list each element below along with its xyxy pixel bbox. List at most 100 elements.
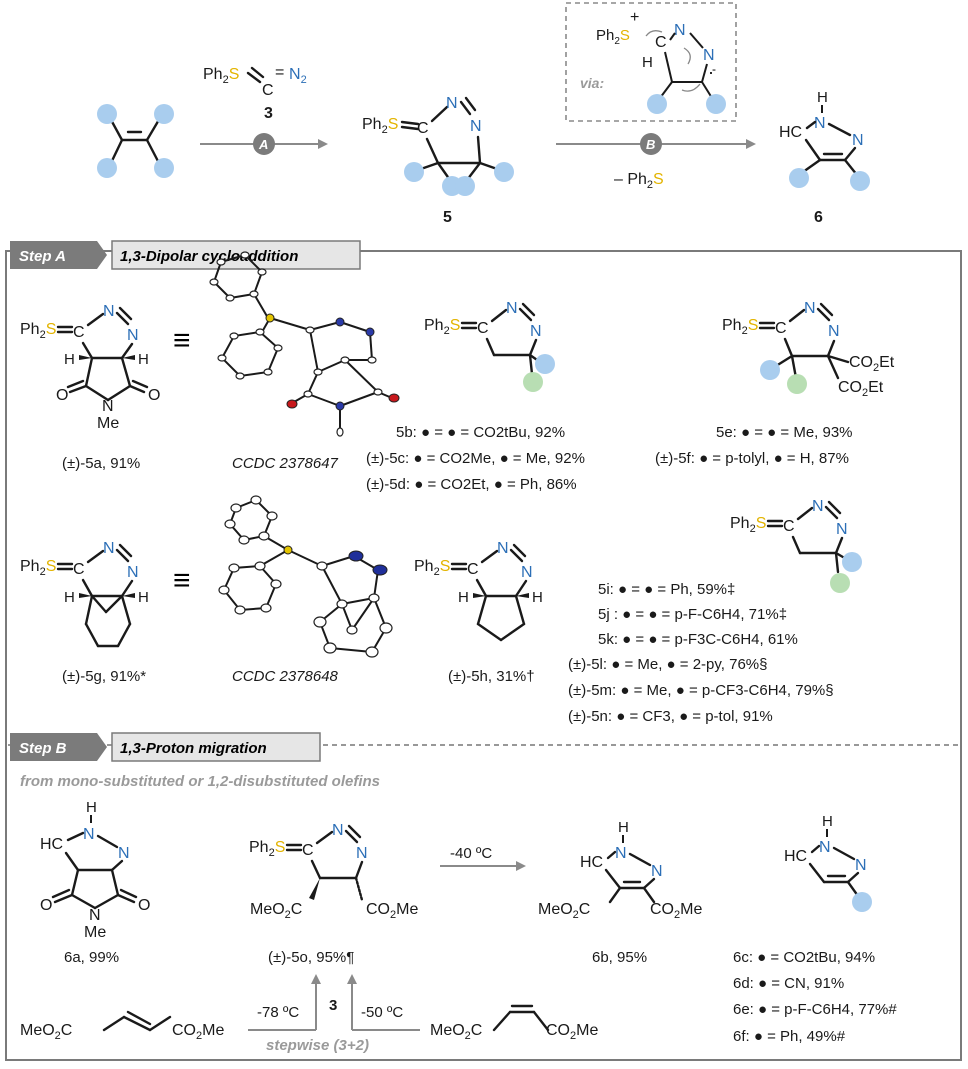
label-5d: (±)-5d: ● = CO2Et, ● = Ph, 86% — [366, 476, 577, 493]
svg-text:C: C — [783, 518, 795, 535]
compound-5h: Ph2S C N N H H (±)-5h, 31%† — [414, 540, 543, 685]
svg-text:N: N — [521, 564, 533, 581]
ccdc-1: CCDC 2378647 — [232, 455, 339, 472]
product-6: H N N HC 6 — [779, 89, 870, 226]
svg-text:Ph2S: Ph2S — [722, 317, 758, 337]
svg-text:N: N — [615, 845, 627, 862]
svg-text:-50 ºC: -50 ºC — [361, 1004, 403, 1021]
compound-6b: H N N HC MeO2C CO2Me 6b, 95% — [538, 819, 702, 966]
svg-text:N: N — [356, 845, 368, 862]
svg-text:HC: HC — [40, 836, 63, 853]
svg-text:+: + — [630, 9, 639, 26]
stepwise-arrows: -78 ºC 3 -50 ºC stepwise (3+2) — [248, 974, 420, 1054]
step-a-tag — [10, 241, 107, 269]
structure-5b-5d: Ph2S C N N — [424, 300, 555, 392]
svg-text:N: N — [497, 540, 509, 557]
svg-text:H: H — [138, 589, 149, 606]
svg-text:-: - — [712, 62, 716, 76]
arrow-step-a: A — [200, 133, 328, 155]
svg-text:Ph2S: Ph2S — [424, 317, 460, 337]
compound-5a: Ph2S C N N H H O O N Me (±)-5a, 91% — [20, 303, 160, 472]
svg-text:H: H — [64, 351, 75, 368]
svg-text:N: N — [102, 398, 114, 415]
svg-text:H: H — [817, 89, 828, 106]
label-6f: 6f: ● = Ph, 49%# — [733, 1028, 846, 1045]
svg-text:N: N — [470, 118, 482, 135]
svg-text:H: H — [642, 54, 653, 71]
svg-text:H: H — [822, 813, 833, 830]
svg-text:H: H — [86, 799, 97, 816]
label-6c: 6c: ● = CO2tBu, 94% — [733, 949, 875, 966]
svg-text:CO2Et: CO2Et — [838, 379, 884, 399]
arrow-minus-40: -40 ºC — [440, 845, 526, 871]
label-5a: (±)-5a, 91% — [62, 455, 140, 472]
svg-text:Ph2S: Ph2S — [20, 558, 56, 578]
arrow-step-b: B – Ph2S — [556, 133, 756, 191]
svg-text:N: N — [118, 845, 130, 862]
step-b-tag — [10, 733, 107, 761]
svg-text:Ph2S: Ph2S — [362, 116, 398, 136]
svg-text:N: N — [703, 47, 715, 64]
svg-text:N: N — [83, 826, 95, 843]
svg-text:C: C — [417, 120, 429, 137]
via-box: via: Ph2S + C H N N · - — [565, 2, 737, 122]
svg-text:-78 ºC: -78 ºC — [257, 1004, 299, 1021]
svg-text:3: 3 — [329, 997, 337, 1014]
step-b-title: 1,3-Proton migration — [120, 740, 267, 757]
svg-text:=: = — [275, 64, 284, 81]
svg-text:N: N — [814, 115, 826, 132]
svg-text:6: 6 — [814, 209, 823, 226]
label-5f: (±)-5f: ● = p-tolyl, ● = H, 87% — [655, 450, 849, 467]
svg-text:stepwise (3+2): stepwise (3+2) — [266, 1037, 369, 1054]
structure-5i-5n: Ph2S C N N — [730, 498, 862, 593]
svg-text:B: B — [646, 137, 655, 152]
compound-6a: H N N HC O O N Me 6a, 99% — [40, 799, 150, 966]
svg-text:MeO2C: MeO2C — [250, 901, 302, 921]
svg-text:C: C — [477, 320, 489, 337]
label-5c: (±)-5c: ● = CO2Me, ● = Me, 92% — [366, 450, 585, 467]
svg-text:CO2Me: CO2Me — [366, 901, 418, 921]
svg-text:Ph2S: Ph2S — [414, 558, 450, 578]
svg-text:via:: via: — [580, 75, 604, 91]
label-5n: (±)-5n: ● = CF3, ● = p-tol, 91% — [568, 708, 773, 725]
svg-text:N: N — [127, 327, 139, 344]
svg-text:H: H — [532, 589, 543, 606]
svg-text:N: N — [103, 540, 115, 557]
svg-text:-40 ºC: -40 ºC — [450, 845, 492, 862]
svg-text:·: · — [708, 62, 714, 82]
svg-text:N: N — [446, 95, 458, 112]
svg-text:C: C — [262, 82, 274, 99]
svg-text:Ph2S: Ph2S — [20, 321, 56, 341]
svg-text:N: N — [855, 857, 867, 874]
svg-text:– Ph2S: – Ph2S — [614, 171, 664, 191]
cis-olefin: MeO2C CO2Me — [430, 1004, 598, 1042]
compound-5g: Ph2S C N N H H (±)-5g, 91%* — [20, 540, 149, 685]
label-5k: 5k: ● = ● = p-F3C-C6H4, 61% — [598, 631, 798, 648]
svg-text:C: C — [775, 320, 787, 337]
equivalence-symbol-1: ≡ — [173, 324, 191, 357]
compound-5o: Ph2S C N N MeO2C CO2Me (±)-5o, 95%¶ — [249, 822, 418, 966]
svg-text:N: N — [819, 839, 831, 856]
label-5b: 5b: ● = ● = CO2tBu, 92% — [396, 424, 565, 441]
svg-text:HC: HC — [580, 854, 603, 871]
svg-text:HC: HC — [784, 848, 807, 865]
svg-text:Ph2S: Ph2S — [249, 839, 285, 859]
svg-text:O: O — [148, 387, 160, 404]
label-6d: 6d: ● = CN, 91% — [733, 975, 844, 992]
label-5l: (±)-5l: ● = Me, ● = 2-py, 76%§ — [568, 656, 767, 673]
svg-text:Ph2S: Ph2S — [730, 515, 766, 535]
equivalence-symbol-2: ≡ — [173, 564, 191, 597]
svg-text:Ph2S: Ph2S — [203, 66, 239, 86]
svg-text:N: N — [530, 323, 542, 340]
svg-text:O: O — [40, 897, 52, 914]
svg-text:N: N — [836, 521, 848, 538]
svg-text:N2: N2 — [289, 66, 307, 86]
svg-text:Me: Me — [97, 415, 119, 432]
svg-text:CO2Et: CO2Et — [849, 354, 895, 374]
top-olefin — [97, 104, 174, 178]
svg-text:Ph2S: Ph2S — [596, 27, 630, 47]
svg-text:H: H — [458, 589, 469, 606]
structure-6c-6f: H N N HC — [784, 813, 872, 912]
svg-text:A: A — [258, 137, 268, 152]
